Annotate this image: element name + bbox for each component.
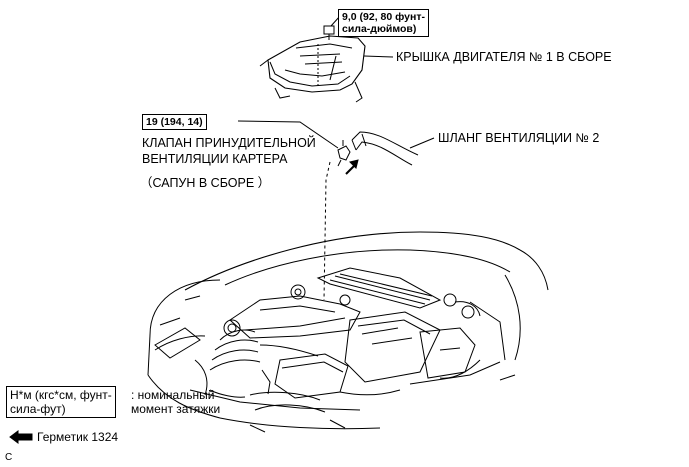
torque-unit-line1: Н*м (кгс*см, фунт- xyxy=(10,388,112,402)
cover-nut-torque-box: 9,0 (92, 80 фунт- сила-дюймов) xyxy=(338,9,429,37)
sealant-legend-label: Герметик 1324 xyxy=(37,430,119,444)
torque-unit-description: : номинальный момент затяжки xyxy=(131,388,220,416)
pcv-valve-drawing xyxy=(337,140,351,167)
ventilation-hose-label: ШЛАНГ ВЕНТИЛЯЦИИ № 2 xyxy=(438,131,600,145)
engine-bay-drawing xyxy=(147,231,549,433)
corner-code: C xyxy=(5,452,13,463)
pcv-valve-label-line1: КЛАПАН ПРИНУДИТЕЛЬНОЙ xyxy=(142,136,316,150)
sealant-arrow-icon xyxy=(9,430,33,444)
cover-nut-torque-line1: 9,0 (92, 80 фунт- xyxy=(342,11,425,23)
engine-cover-label: КРЫШКА ДВИГАТЕЛЯ № 1 В СБОРЕ xyxy=(396,50,612,64)
pcv-valve-label-line2: ВЕНТИЛЯЦИИ КАРТЕРА xyxy=(142,152,288,166)
torque-unit-legend-box: Н*м (кгс*см, фунт- сила-фут) xyxy=(6,386,116,418)
pcv-valve-torque-box: 19 (194, 14) xyxy=(142,114,207,130)
ventilation-hose-drawing xyxy=(351,131,419,166)
torque-unit-desc-line2: момент затяжки xyxy=(131,402,221,416)
cover-nut-torque-line2: сила-дюймов) xyxy=(342,23,417,35)
torque-unit-line2: сила-фут) xyxy=(10,402,66,416)
torque-unit-desc-line1: : номинальный xyxy=(131,388,215,402)
breather-label: （САПУН В СБОРЕ ） xyxy=(140,176,271,190)
engine-cover-drawing xyxy=(259,25,366,103)
